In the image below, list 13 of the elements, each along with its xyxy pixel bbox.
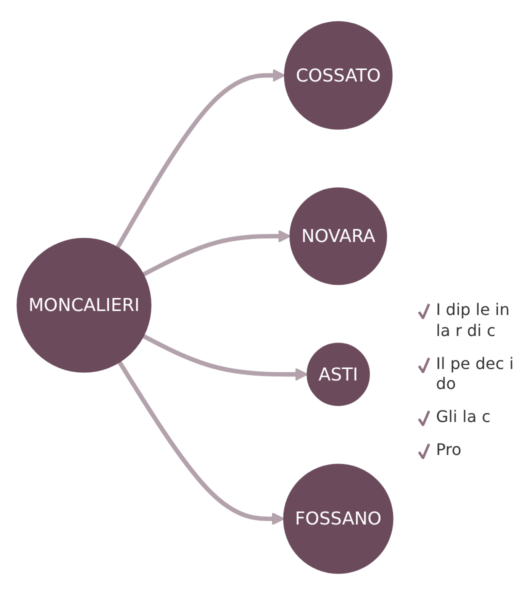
arrow — [116, 68, 286, 249]
bullet-text: Il pe dec i do — [436, 354, 514, 394]
arrow — [142, 230, 291, 277]
bullet-text: Gli la c — [436, 407, 491, 426]
bullet-text: Pro — [436, 440, 462, 459]
node-circle: NOVARA — [289, 187, 388, 285]
node-circle: COSSATO — [284, 21, 393, 130]
bullet-text: I dip le in la r di c — [436, 300, 510, 340]
node-circle: FOSSANO — [283, 464, 394, 574]
arrow — [142, 334, 308, 381]
node-circle: ASTI — [306, 342, 370, 406]
node-circle: MONCALIERI — [16, 238, 152, 373]
arrow — [117, 360, 284, 526]
